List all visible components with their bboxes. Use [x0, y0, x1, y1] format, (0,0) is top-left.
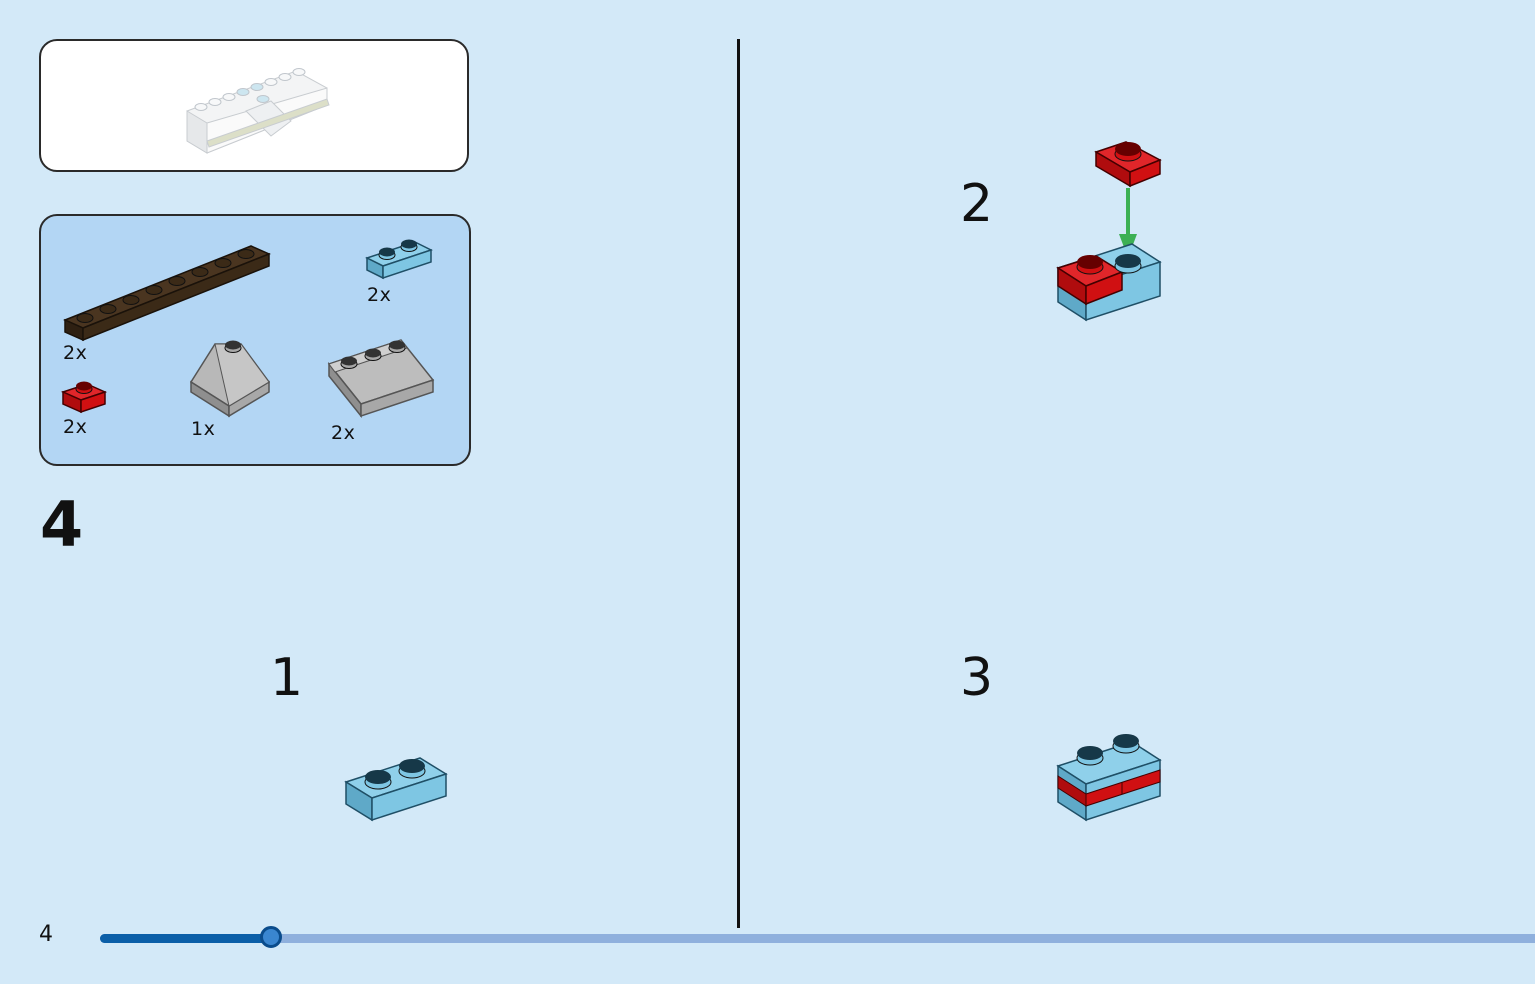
page-divider: [737, 39, 740, 928]
progress-fill: [100, 934, 271, 943]
light-blue-1x2-plate-icon: [344, 757, 448, 822]
part-qty: 1x: [191, 418, 216, 440]
part-qty: 2x: [63, 342, 88, 364]
step-number: 1: [270, 648, 304, 708]
parts-list-box: 2x 2x 2x 1x 2x: [39, 214, 471, 466]
progress-track: [100, 934, 1535, 943]
major-step-number: 4: [40, 488, 84, 561]
grey-slope-inverted-icon: [189, 340, 271, 418]
progress-knob[interactable]: [259, 926, 282, 948]
part-qty: 2x: [63, 416, 88, 438]
red-1x1-plate-icon: [60, 381, 108, 414]
stacked-blue-red-plates-icon: [1056, 734, 1162, 822]
assembled-model-icon: [186, 68, 330, 154]
red-plate-on-blue-plate-icon: [1056, 141, 1162, 322]
light-blue-1x2-plate-icon: [365, 239, 433, 280]
step-number: 2: [960, 174, 994, 234]
model-preview-box: [39, 39, 469, 172]
step-number: 3: [960, 648, 994, 708]
grey-1x3-slope-icon: [327, 339, 435, 419]
brown-1x8-plate-icon: [63, 245, 271, 342]
part-qty: 2x: [331, 422, 356, 444]
page-number: 4: [39, 922, 53, 947]
part-qty: 2x: [367, 284, 392, 306]
